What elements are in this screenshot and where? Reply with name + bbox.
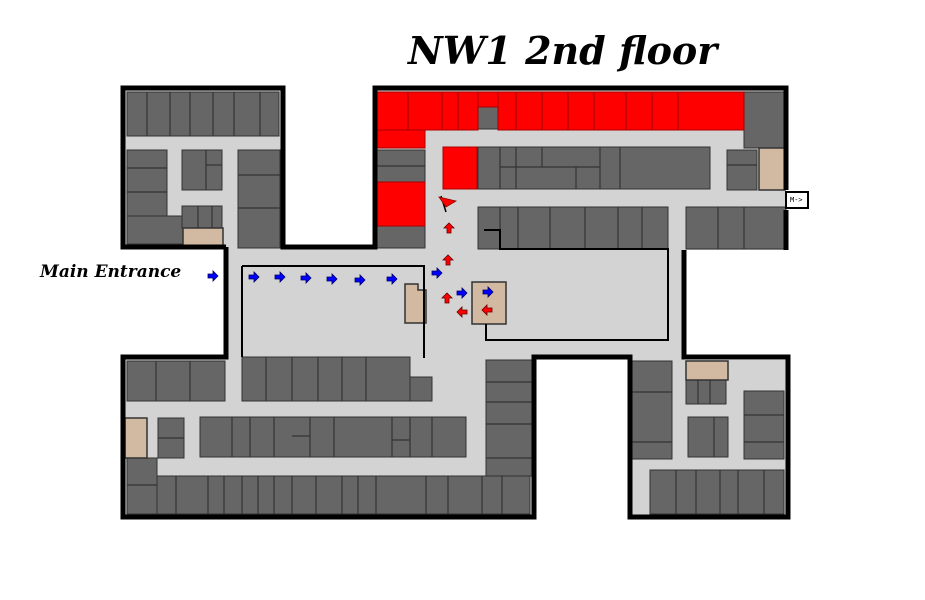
main-entrance-label: Main Entrance bbox=[39, 262, 181, 282]
interior-walls bbox=[241, 229, 669, 358]
arrow-icon bbox=[207, 270, 219, 282]
room-dividers bbox=[127, 92, 784, 514]
highlighted-room-dividers bbox=[407, 92, 679, 130]
exit-sign: M-> bbox=[790, 196, 803, 204]
flag-icon bbox=[438, 195, 458, 213]
east-exit: M-> bbox=[785, 191, 809, 209]
highlighted-rooms bbox=[376, 91, 745, 227]
rooms bbox=[126, 91, 787, 515]
map-title: NW1 2nd floor bbox=[407, 28, 720, 73]
exterior-walls bbox=[120, 85, 791, 520]
